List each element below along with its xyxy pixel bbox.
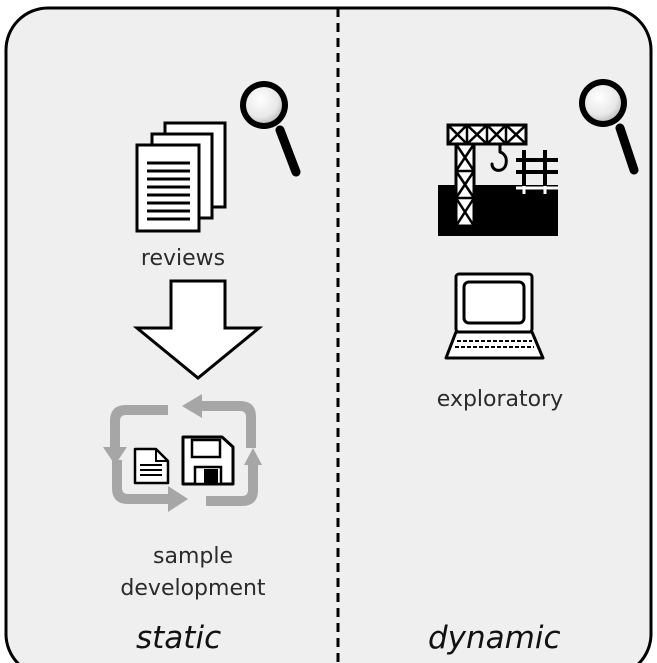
construction-site-icon bbox=[438, 123, 558, 236]
documents-icon bbox=[135, 121, 227, 233]
down-arrow-icon bbox=[132, 279, 264, 380]
computer-terminal-icon bbox=[444, 272, 545, 360]
magnifier-icon bbox=[240, 81, 301, 177]
sample-development-label-line2: development bbox=[120, 576, 266, 601]
dynamic-title: dynamic bbox=[428, 620, 561, 656]
cycle-arrows-icon bbox=[103, 394, 262, 512]
reviews-label: reviews bbox=[140, 246, 226, 271]
sample-development-label-line1: sample bbox=[153, 544, 233, 569]
document-icon bbox=[133, 447, 170, 485]
exploratory-label: exploratory bbox=[436, 387, 564, 412]
floppy-disk-icon bbox=[181, 435, 235, 486]
magnifier-icon bbox=[579, 79, 639, 175]
static-title: static bbox=[136, 620, 222, 656]
